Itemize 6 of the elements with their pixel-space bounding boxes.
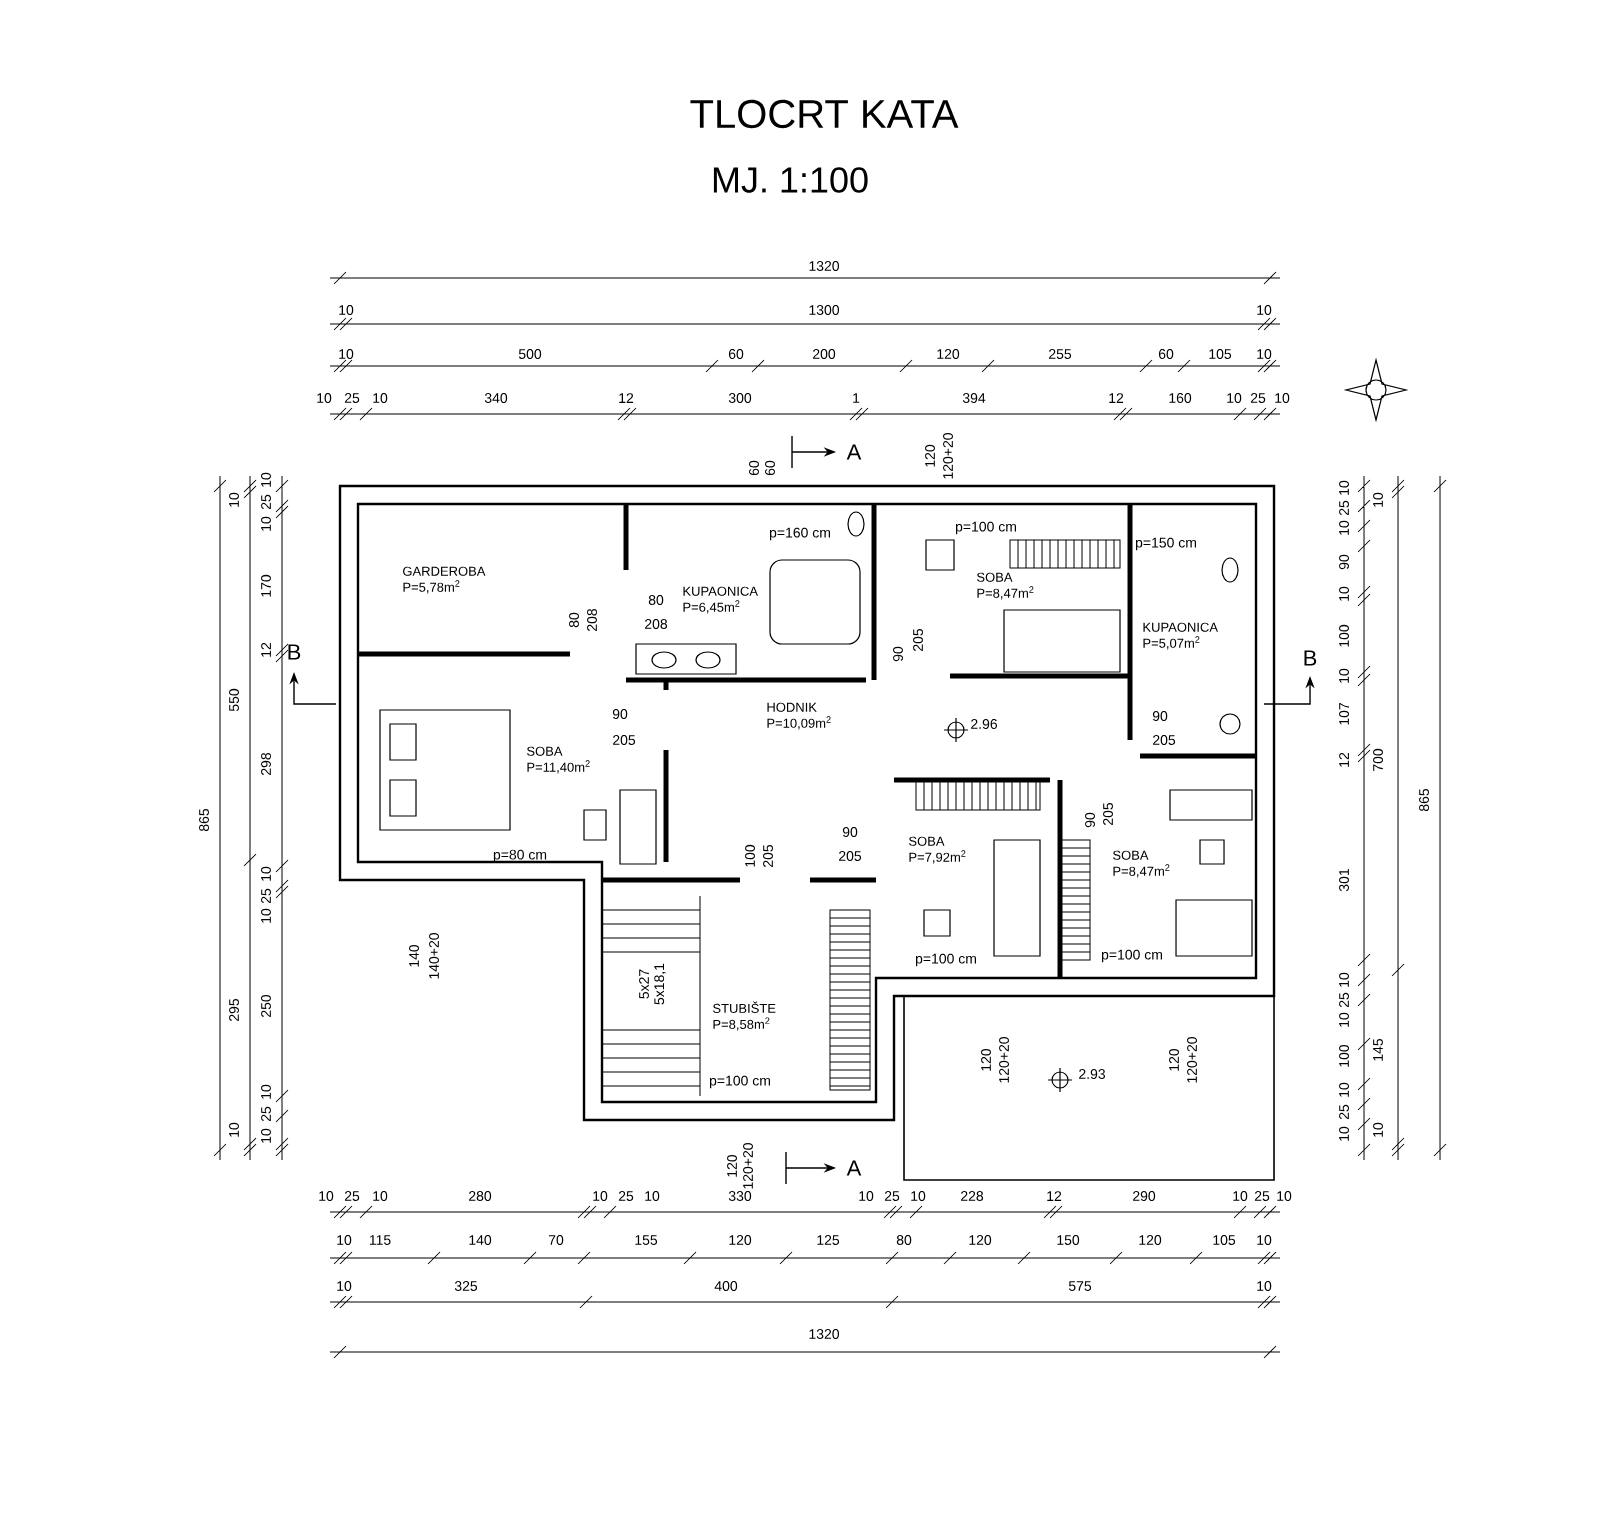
section-label: B [288,644,301,660]
section-label: B [1304,650,1317,666]
section-label: A [846,444,862,460]
scale-label: MJ. 1:100 [713,167,868,193]
section-label: A [846,1160,862,1176]
title: TLOCRT KATA [690,99,959,129]
